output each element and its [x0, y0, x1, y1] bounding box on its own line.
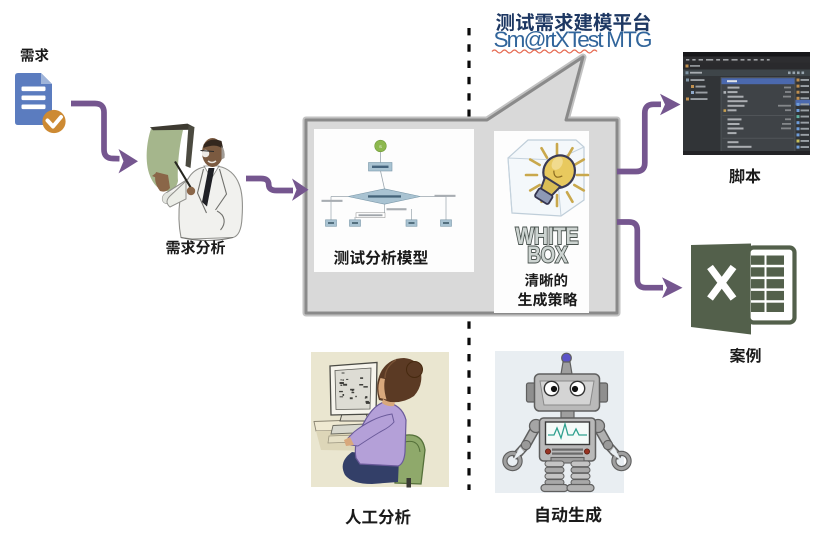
- svg-text:S: S: [379, 144, 382, 149]
- svg-text:BOX: BOX: [527, 242, 568, 268]
- svg-text:WHITE: WHITE: [516, 223, 579, 250]
- svg-text:Sm@rtXTest MTG: Sm@rtXTest MTG: [494, 27, 653, 52]
